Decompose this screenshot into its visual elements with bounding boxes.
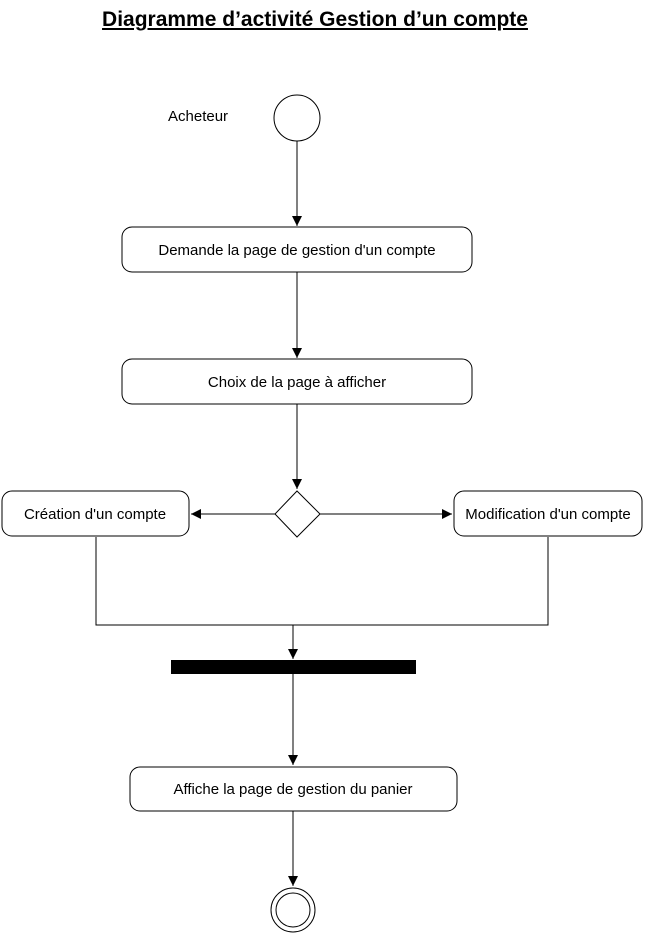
action-show-cart-page-label: Affiche la page de gestion du panier — [173, 781, 412, 798]
join-bar — [171, 660, 416, 674]
actor-label: Acheteur — [168, 108, 229, 125]
edge-create-to-join — [95, 537, 549, 626]
decision-node — [274, 490, 321, 538]
action-create-account: Création d'un compte — [1, 490, 190, 537]
action-create-account-label: Création d'un compte — [24, 506, 166, 523]
action-modify-account-label: Modification d'un compte — [465, 506, 630, 523]
action-choose-page-label: Choix de la page à afficher — [208, 374, 386, 391]
diagram-title: Diagramme d’activité Gestion d’un compte — [102, 8, 528, 31]
action-request-account-page: Demande la page de gestion d'un compte — [121, 226, 473, 273]
action-show-cart-page: Affiche la page de gestion du panier — [129, 766, 458, 812]
action-request-account-page-label: Demande la page de gestion d'un compte — [158, 242, 435, 259]
initial-node — [273, 94, 321, 142]
final-node — [270, 887, 316, 933]
action-modify-account: Modification d'un compte — [453, 490, 643, 537]
action-choose-page: Choix de la page à afficher — [121, 358, 473, 405]
